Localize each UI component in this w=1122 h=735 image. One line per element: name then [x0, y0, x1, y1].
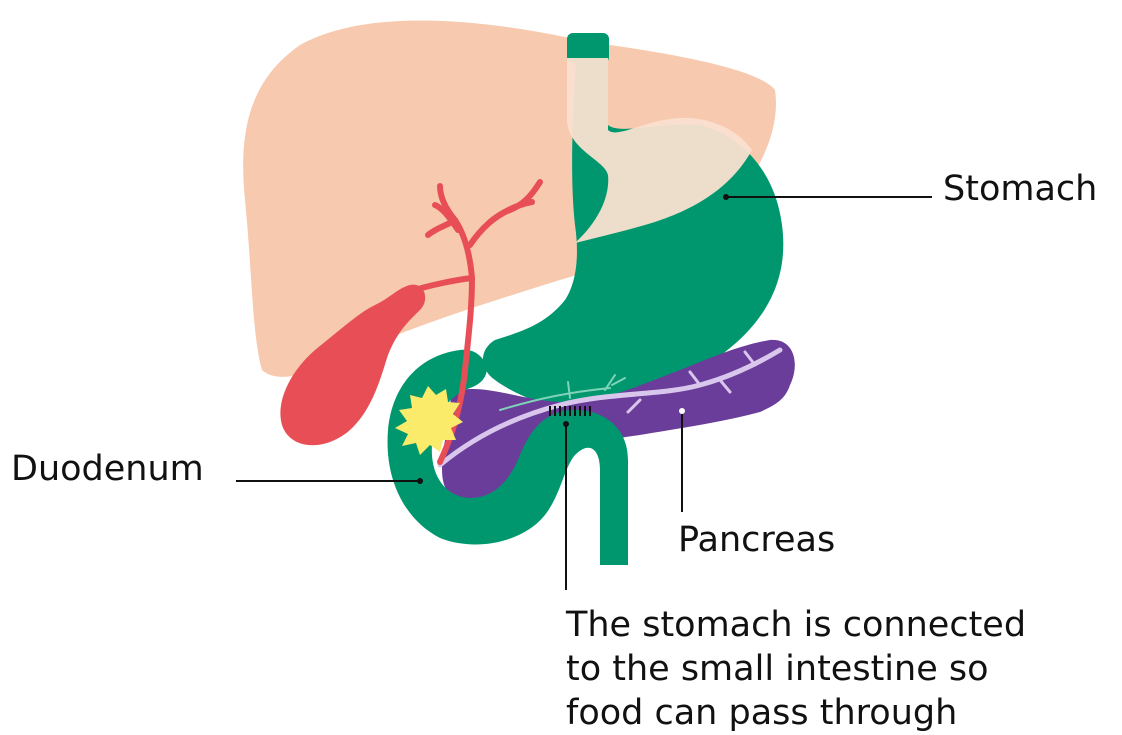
pyloric-sphincter [550, 406, 590, 416]
caption-line: The stomach is connected [566, 603, 1026, 647]
caption-line: to the small intestine so [566, 647, 1026, 691]
pancreas-leader-dot [679, 408, 685, 414]
caption-line: food can pass through [566, 691, 1026, 735]
pancreas-label: Pancreas [678, 523, 835, 558]
caption: The stomach is connected to the small in… [566, 603, 1026, 735]
duodenum-label: Duodenum [11, 452, 204, 487]
stomach-label: Stomach [943, 172, 1097, 207]
